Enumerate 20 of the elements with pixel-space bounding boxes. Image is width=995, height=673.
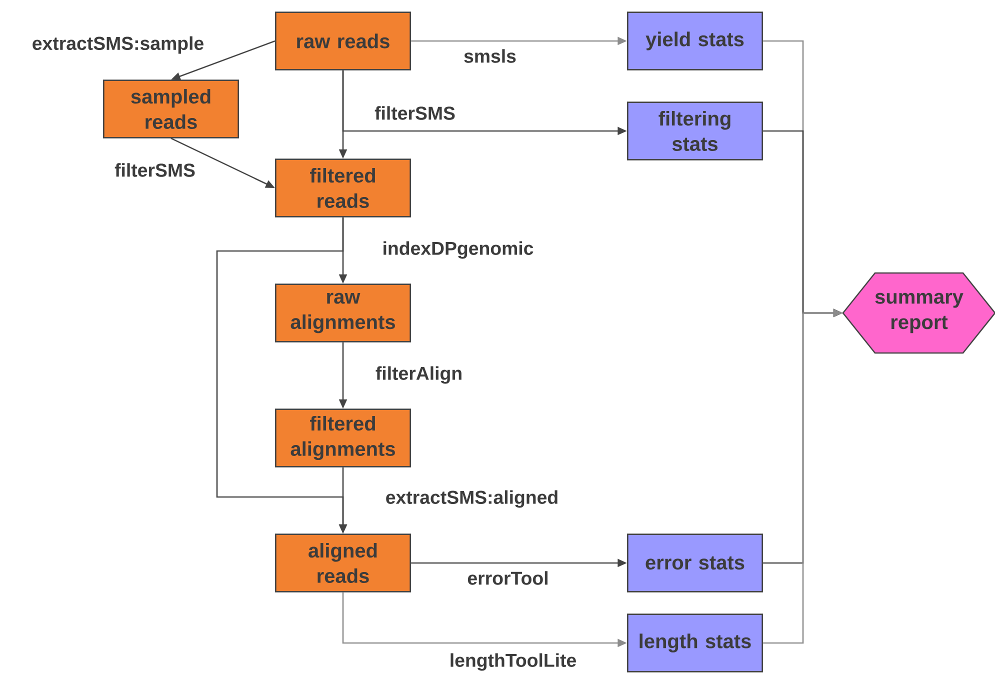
stats-box: error stats: [627, 534, 763, 592]
stats-box: filtering stats: [627, 102, 763, 160]
edge-label: errorTool: [466, 570, 550, 586]
process-box: aligned reads: [275, 534, 412, 592]
edge-label: indexDPgenomic: [380, 240, 536, 260]
edge-label: filterSMS: [373, 104, 457, 122]
process-box: filtered alignments: [275, 408, 412, 468]
report-hexagon: summary report: [842, 272, 995, 354]
edge-label: filterAlign: [374, 364, 464, 386]
edge-label: filterSMS: [113, 162, 197, 178]
process-box: raw reads: [275, 12, 412, 70]
process-box: raw alignments: [275, 284, 412, 342]
stats-box: yield stats: [627, 12, 763, 70]
process-box: filtered reads: [275, 158, 412, 218]
edge-label: lengthToolLite: [448, 652, 578, 672]
stats-box: length stats: [627, 614, 763, 672]
edge-label: extractSMS:aligned: [384, 488, 560, 510]
edge-label: smsls: [462, 48, 518, 64]
edge-label: extractSMS:sample: [30, 34, 206, 56]
process-box: sampled reads: [103, 80, 240, 138]
